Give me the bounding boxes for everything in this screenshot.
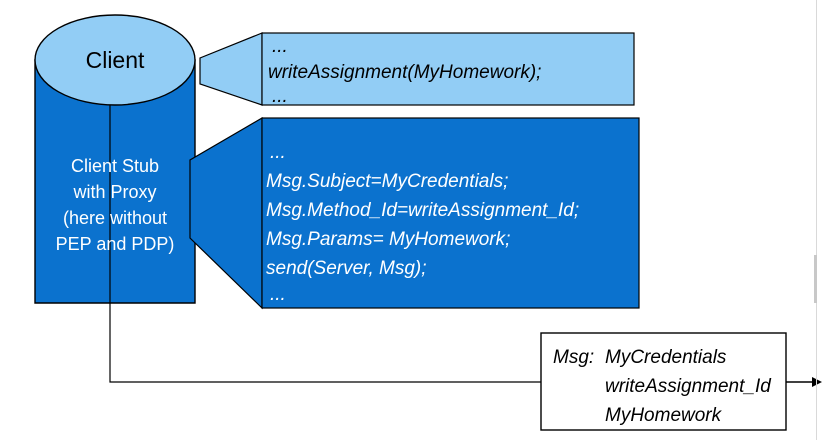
stub-to-message-connector: [109, 303, 541, 383]
stub-callout-line-2: Msg.Subject=MyCredentials;: [266, 171, 508, 192]
client-callout-line-1: ...: [272, 36, 288, 57]
stub-label-line-1: Client Stub: [71, 156, 159, 176]
message-box-frame: [540, 332, 787, 431]
client-code-callout: ... writeAssignment(MyHomework); ...: [199, 32, 635, 107]
stub-code-callout: ... Msg.Subject=MyCredentials; Msg.Metho…: [189, 116, 640, 310]
stub-callout-line-4: Msg.Params= MyHomework;: [266, 229, 510, 250]
stub-label-line-3: (here without: [63, 208, 167, 228]
client-callout-box: [261, 32, 635, 106]
message-box-label: Msg:: [553, 347, 594, 368]
stub-label-line-2: with Proxy: [72, 182, 156, 202]
message-field-params: MyHomework: [605, 405, 723, 426]
client-stub-cylinder: [34, 14, 196, 304]
client-callout-line-3: ...: [272, 86, 288, 107]
stub-callout-line-3: Msg.Method_Id=writeAssignment_Id;: [266, 200, 579, 221]
stub-callout-line-5: send(Server, Msg);: [266, 258, 427, 279]
stub-callout-line-6: ...: [270, 284, 286, 305]
client-node-label: Client: [86, 47, 145, 73]
message-field-method-id: writeAssignment_Id: [605, 376, 772, 397]
stub-label-line-4: PEP and PDP): [56, 234, 175, 254]
message-box: Msg: MyCredentials writeAssignment_Id My…: [540, 332, 787, 431]
stub-callout-box: [261, 117, 640, 309]
message-field-subject: MyCredentials: [605, 347, 727, 368]
client-callout-line-2: writeAssignment(MyHomework);: [268, 62, 541, 83]
scrollbar-thumb[interactable]: [814, 255, 817, 303]
stub-callout-tail: [189, 116, 263, 310]
client-callout-tail: [199, 32, 263, 106]
cylinder-top-ellipse: [34, 14, 196, 106]
stub-callout-line-1: ...: [270, 142, 286, 163]
